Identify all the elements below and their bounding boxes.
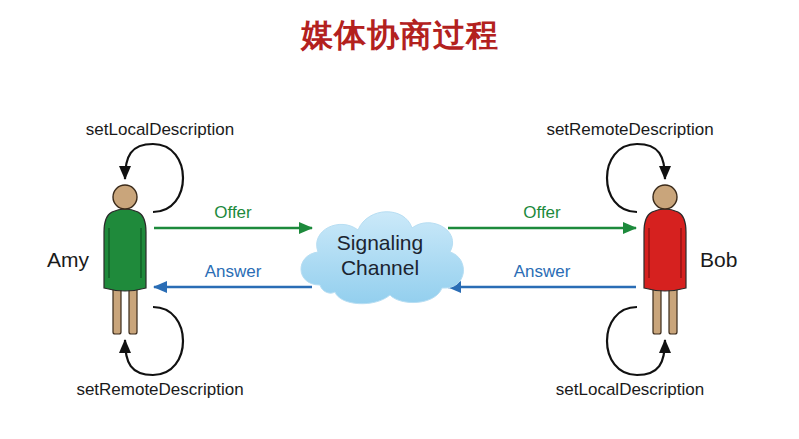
offer-arrow <box>154 227 312 230</box>
cloud-text-area: Signaling Channel <box>290 200 470 310</box>
method-label: setRemoteDescription <box>546 120 713 140</box>
person-node: Bob <box>640 182 750 337</box>
person-head <box>653 185 677 209</box>
person-name: Amy <box>47 248 89 272</box>
person-figure <box>100 182 150 337</box>
message-label: Answer <box>514 262 571 282</box>
person-head <box>113 185 137 209</box>
person-node: Amy <box>45 182 155 337</box>
title-bar: 媒体协商过程 <box>0 14 799 58</box>
method-label: setLocalDescription <box>86 120 234 140</box>
message-label: Answer <box>205 262 262 282</box>
message-label: Offer <box>523 203 560 223</box>
cloud-outline <box>301 212 463 304</box>
method-label: setRemoteDescription <box>76 380 243 400</box>
message-label: Offer <box>214 203 251 223</box>
person-figure <box>640 182 690 337</box>
answer-arrow <box>448 286 636 289</box>
cloud-node: Signaling Channel <box>290 200 470 310</box>
method-label: setLocalDescription <box>556 380 704 400</box>
person-body <box>104 209 146 291</box>
person-body <box>644 209 686 291</box>
person-arm <box>649 228 681 278</box>
channel-label: Signaling Channel <box>325 230 435 280</box>
person-name: Bob <box>700 248 737 272</box>
cloud-shape <box>290 200 470 310</box>
person-arm <box>109 228 141 278</box>
diagram-title: 媒体协商过程 <box>301 17 499 53</box>
offer-arrow <box>448 227 636 230</box>
answer-arrow <box>154 286 312 289</box>
